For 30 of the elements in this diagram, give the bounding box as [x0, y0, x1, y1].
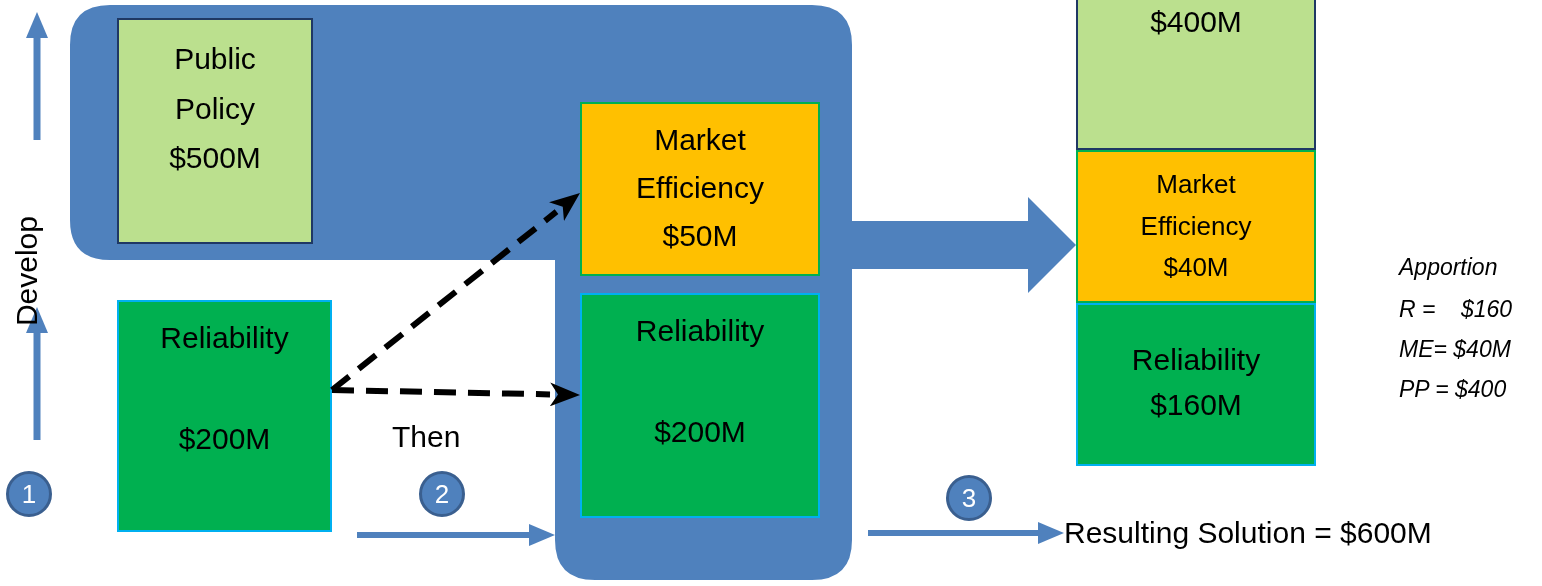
reliability-segment: [1076, 303, 1316, 466]
market-efficiency-segment: [1076, 150, 1316, 303]
reliability-box: [580, 293, 820, 518]
arrow: [868, 522, 1064, 544]
box-text: Public Policy $500M: [168, 41, 262, 176]
step-label: Then: [392, 420, 461, 454]
axis-label: Develop: [10, 216, 44, 327]
dashed-arrow: [331, 382, 580, 407]
note-text: ME= $40M: [1399, 336, 1511, 363]
market-efficiency-box: [580, 102, 820, 276]
public-policy-segment: [1076, 0, 1316, 150]
public-policy-box: [117, 18, 313, 244]
note-text: PP = $400: [1399, 376, 1507, 403]
box-text: Reliability: [635, 313, 765, 349]
callout-number: 3: [946, 475, 992, 521]
box-text: Market Efficiency $40M: [1139, 168, 1253, 285]
block-arrow: [852, 197, 1076, 293]
box-text: $400M: [1150, 4, 1242, 40]
note-text: Apportion: [1399, 254, 1498, 281]
callout-number: 1: [6, 471, 52, 517]
note-text: R = $160: [1399, 296, 1513, 323]
box-text: Reliability: [160, 320, 289, 356]
callout-number: 2: [419, 471, 465, 517]
box-text: $200M: [178, 421, 271, 457]
result-text: Resulting Solution = $600M: [1064, 515, 1432, 551]
arrow: [357, 524, 555, 546]
reliability-box: [117, 300, 332, 532]
box-text: Market Efficiency $50M: [635, 122, 765, 254]
box-text: $200M: [654, 414, 746, 450]
box-text: Reliability $160M: [1130, 342, 1262, 423]
